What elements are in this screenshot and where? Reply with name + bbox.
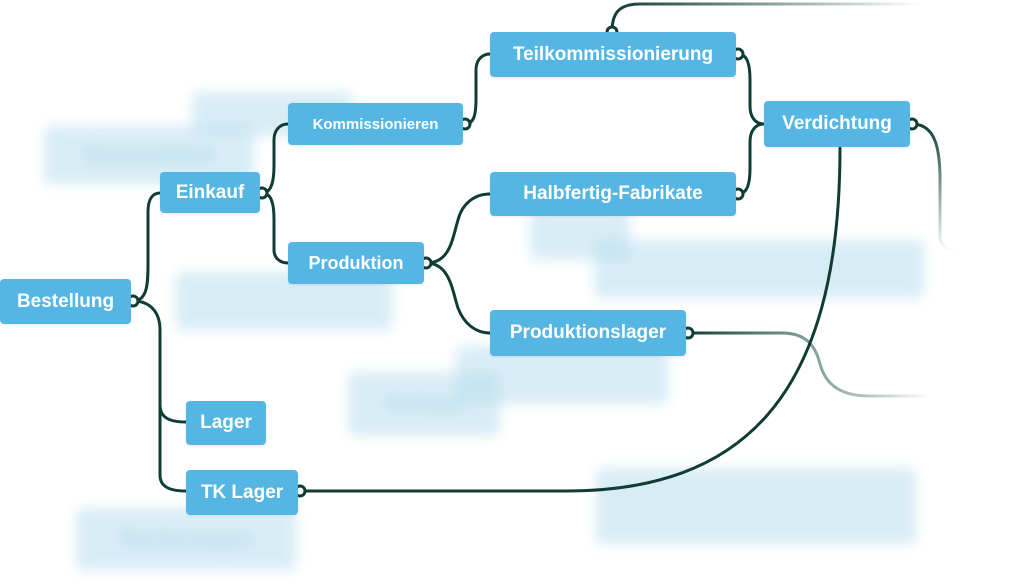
node-lager[interactable]: Lager [186,401,266,445]
node-produktionslager[interactable]: Produktionslager [490,310,686,356]
edge-bestellung-tklager [158,403,188,493]
edge-kommissionieren-teilkommissionierung [463,52,492,126]
edge-einkauf-produktion [260,191,290,265]
ghost-node-right-mid [594,240,924,298]
edge-halbfertig-verdichtung [736,122,766,196]
node-bestellung[interactable]: Bestellung [0,279,131,324]
edge-teilkommissionierung-verdichtung [736,52,766,126]
edge-tklager-verdichtung [298,146,842,493]
ghost-node-right-bottom [596,468,916,544]
edge-bestellung-einkauf [131,191,162,303]
node-tk-lager[interactable]: TK Lager [186,470,298,515]
edge-einkauf-kommissionieren [260,122,290,195]
node-halbfertig-fabrikate[interactable]: Halbfertig-Fabrikate [490,172,736,216]
edge-teilkommissionierung-offscreen [610,2,922,34]
node-produktion[interactable]: Produktion [288,242,424,284]
edge-verdichtung-offscreen [910,122,960,254]
node-einkauf[interactable]: Einkauf [160,172,260,213]
edge-produktion-produktionslager [424,261,492,335]
edge-produktionslager-offscreen [686,331,932,398]
ghost-node-verkauf: Verkauf [348,372,500,436]
edge-produktion-halbfertig [424,192,492,265]
node-verdichtung[interactable]: Verdichtung [764,101,910,147]
ghost-node-rechnungen: Rechnungen [76,508,296,570]
edge-bestellung-lager [131,299,188,424]
node-teilkommissionierung[interactable]: Teilkommissionierung [490,32,736,77]
node-kommissionieren[interactable]: Kommissionieren [288,103,463,145]
